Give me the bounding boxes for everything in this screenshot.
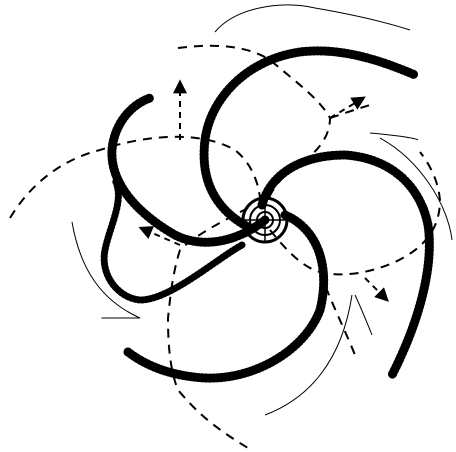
galactic-core [243,198,287,242]
spiral-arm-right [262,155,429,375]
dashed-boundaries [10,46,440,448]
flow-curve-top-right [370,133,418,140]
spiral-arms [104,51,429,378]
flow-curve-top [215,5,410,32]
velocity-arrow-down-right [365,278,380,293]
flow-curve-bottom-right [355,295,372,335]
